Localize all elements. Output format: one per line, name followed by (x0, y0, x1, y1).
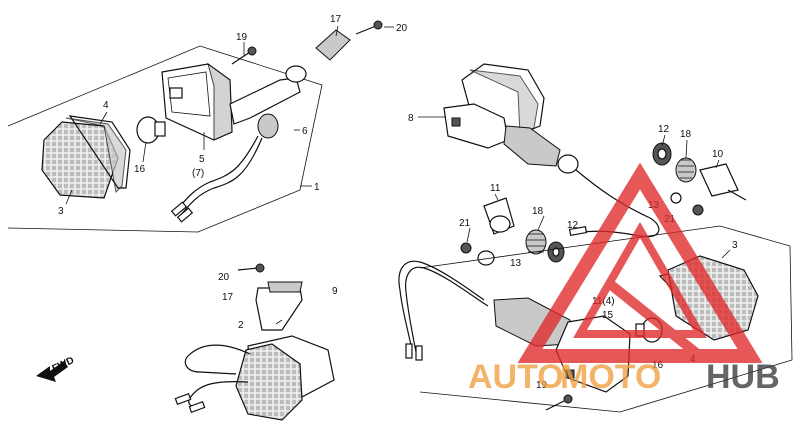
label-part-16-b: 16 (652, 360, 664, 371)
label-part-19-b: 19 (536, 380, 548, 391)
label-part-15: 15 (602, 310, 614, 321)
fwd-arrow: FWD (36, 355, 76, 382)
label-part-3-b: 3 (732, 240, 738, 251)
bushing-17-top (315, 29, 351, 61)
screw-19-top (231, 46, 257, 65)
label-part-2: 2 (238, 320, 244, 331)
bulb-left (136, 116, 166, 144)
label-part-1: 1 (314, 182, 320, 193)
label-part-8: 8 (408, 113, 414, 124)
label-part-19: 19 (236, 32, 248, 43)
label-part-18-b: 18 (532, 206, 544, 217)
watermark-moto: MOTO (560, 358, 661, 396)
label-part-20-b: 20 (218, 272, 230, 283)
screw-20-top (355, 20, 383, 35)
label-part-17-b: 17 (222, 292, 234, 303)
label-part-12-b: 12 (567, 220, 579, 231)
gasket-left (68, 115, 131, 189)
label-part-5-sub: (7) (192, 168, 204, 179)
label-part-3: 3 (58, 206, 64, 217)
label-part-10: 10 (712, 149, 724, 160)
label-part-21-b: 21 (459, 218, 471, 229)
fwd-label: FWD (51, 355, 76, 375)
assembly-frame-1 (7, 45, 323, 233)
label-part-13-b: 13 (510, 258, 522, 269)
label-part-6: 6 (302, 126, 308, 137)
label-part-18: 18 (680, 129, 692, 140)
label-part-5: 5 (199, 154, 205, 165)
label-part-16: 16 (134, 164, 146, 175)
label-part-17: 17 (330, 14, 342, 25)
lens-left (41, 117, 127, 199)
mount-parts-middle (460, 197, 565, 266)
watermark-hub: HUB (706, 358, 780, 396)
label-part-11: 11 (490, 183, 501, 194)
front-right-lamp (443, 63, 660, 238)
automotohub-watermark: AUTO MOTO HUB (468, 162, 780, 396)
label-part-20: 20 (396, 23, 408, 34)
watermark-auto: AUTO (468, 358, 564, 396)
mount-parts-right-top (652, 142, 747, 216)
housing-left (161, 62, 233, 141)
label-part-12: 12 (658, 124, 670, 135)
stem-left (170, 65, 307, 223)
label-part-9: 9 (332, 286, 338, 297)
leader-lines (65, 25, 731, 325)
rear-left-lamp (174, 263, 335, 421)
label-part-4: 4 (103, 100, 109, 111)
